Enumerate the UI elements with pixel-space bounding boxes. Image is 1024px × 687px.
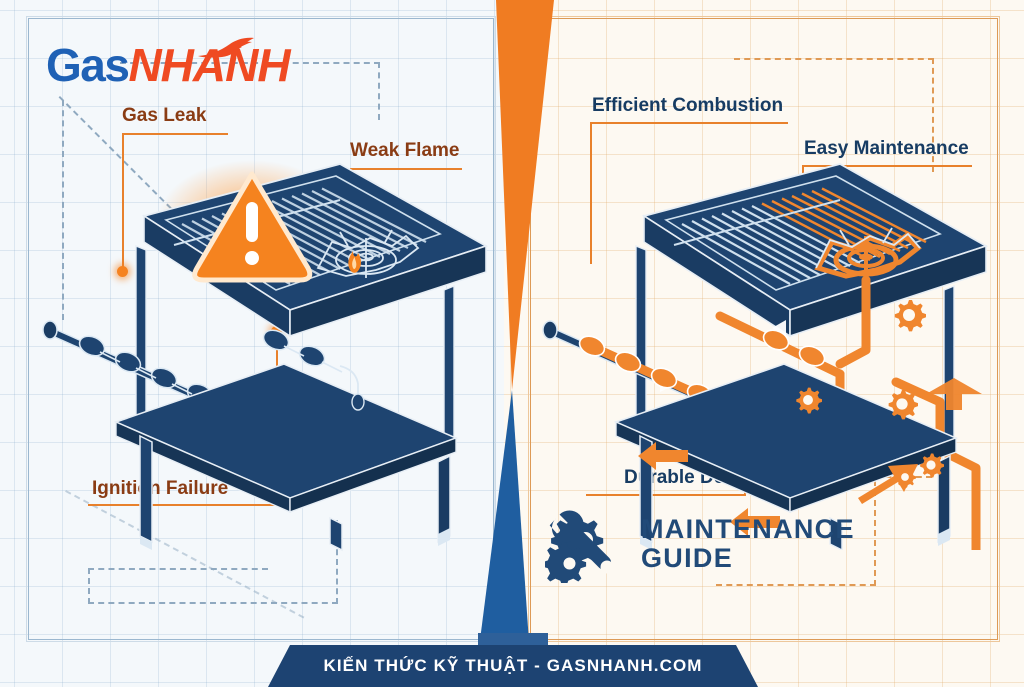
logo-text-gas: Gas: [46, 39, 130, 91]
flame-icon: [198, 37, 254, 58]
gear-icon: [920, 453, 944, 478]
leader-line-durable: [586, 494, 746, 497]
leader-line-combustion: [590, 122, 593, 264]
label-weak-flame: Weak Flame: [350, 140, 460, 161]
burner-ring-icon: [814, 232, 922, 280]
gear-icon: [895, 467, 916, 488]
label-efficient-combustion: Efficient Combustion: [592, 95, 784, 116]
label-underline: [590, 122, 788, 125]
gear-icon: [796, 387, 822, 414]
guide-title-line1: MAINTENANCE: [641, 513, 855, 544]
problems-panel: GasNHANH Gas Leak Weak Flame Ignition Fa…: [0, 0, 520, 687]
label-underline: [122, 133, 228, 136]
logo-text-nhanh: NHANH: [128, 39, 290, 91]
hotspot-gas-leak: [117, 266, 128, 277]
warning-triangle-icon: [192, 171, 313, 283]
maintenance-guide-block: MAINTENANCE GUIDE: [545, 505, 855, 583]
banner-tab: [478, 633, 548, 647]
label-gas-leak: Gas Leak: [122, 105, 207, 126]
label-ignition-failure: Ignition Failure: [92, 478, 229, 499]
stove-illustration-right: [542, 163, 989, 550]
gear-icon: [894, 300, 926, 332]
gear-icon: [888, 389, 918, 420]
leader-line-gas-leak: [122, 133, 125, 273]
solutions-panel: Efficient Combustion Easy Maintenance Du…: [504, 0, 1024, 687]
label-underline: [350, 168, 462, 171]
stove-illustration-left: [42, 160, 489, 552]
footer-banner: KIẾN THỨC KỸ THUẬT - GASNHANH.COM: [268, 645, 758, 687]
label-easy-maintenance: Easy Maintenance: [804, 138, 969, 159]
wrench-gear-icon: [545, 510, 614, 583]
guide-title-line2: GUIDE: [641, 543, 734, 573]
leader-line-ignition: [88, 504, 278, 507]
label-underline: [802, 165, 972, 168]
brand-logo: GasNHANH: [46, 37, 291, 92]
